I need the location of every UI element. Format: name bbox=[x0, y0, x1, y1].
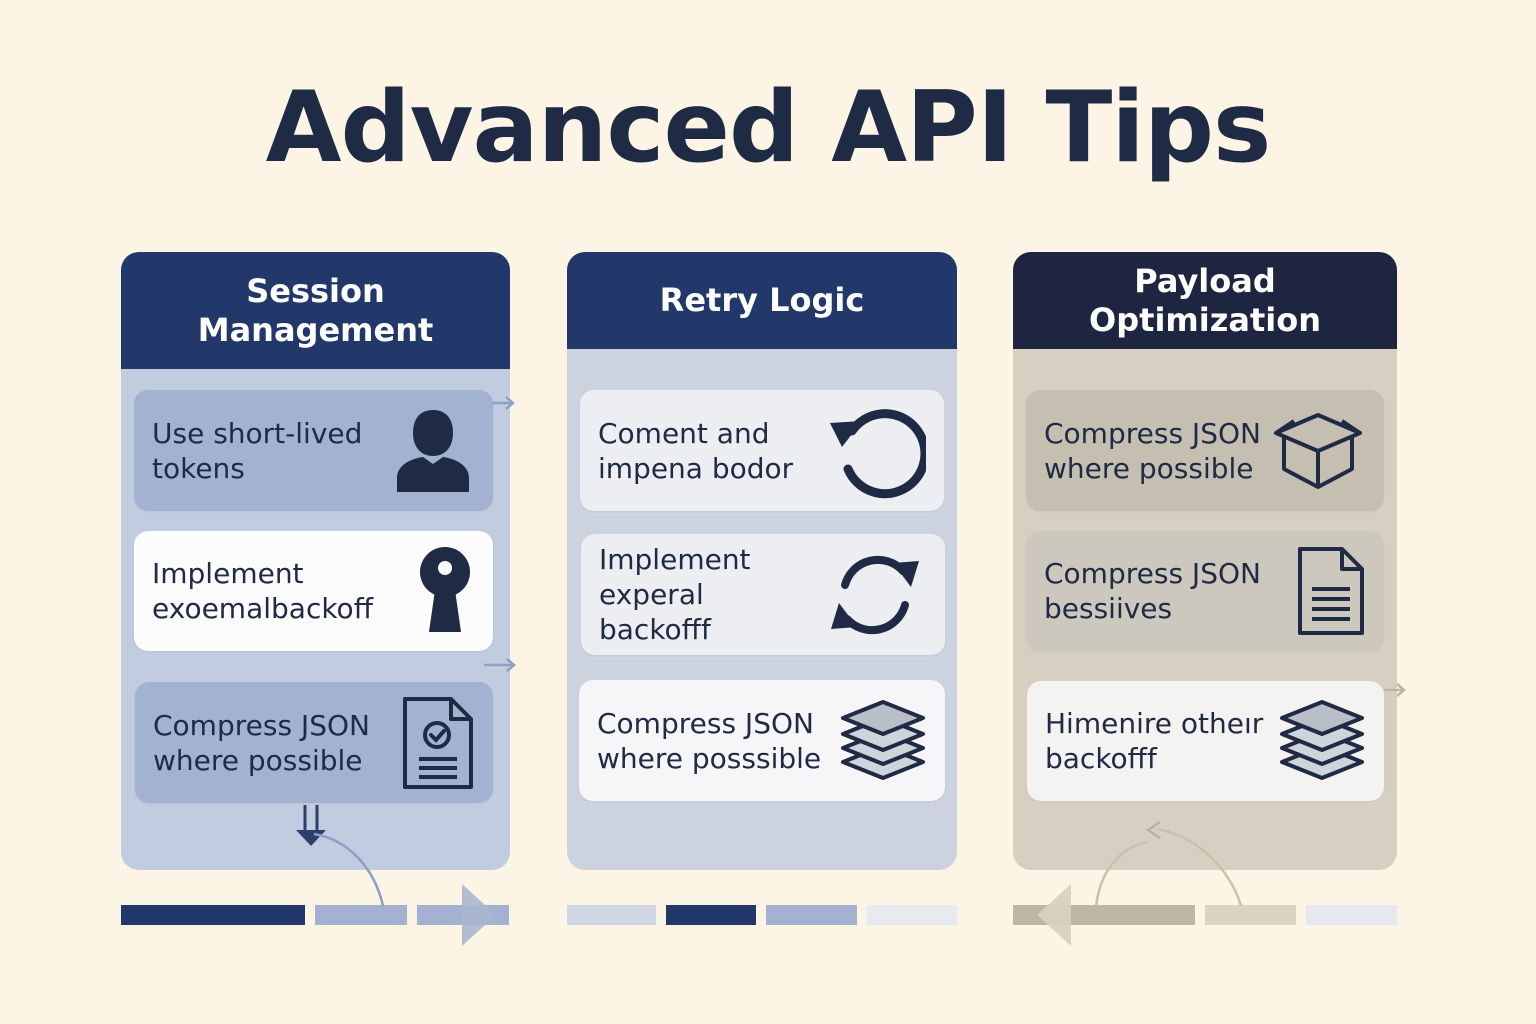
progress-segment bbox=[666, 905, 756, 925]
tip-card-text: Compress JSON where possible bbox=[1044, 416, 1261, 485]
tip-card[interactable]: Implement exoemalbackoff bbox=[134, 531, 493, 651]
tip-card-text: Implement exoemalbackoff bbox=[152, 557, 373, 625]
tip-card-text: Compress JSON where possible bbox=[153, 708, 370, 777]
tip-card-text: Compress JSON bessiives bbox=[1044, 557, 1261, 625]
progress-segment bbox=[867, 905, 957, 925]
progress-segment bbox=[1205, 905, 1296, 925]
tip-card[interactable]: Himenire otheır backofff bbox=[1027, 681, 1384, 801]
progress-segment bbox=[766, 905, 857, 925]
tip-card[interactable]: Use short-lived tokens bbox=[134, 390, 493, 511]
tip-card[interactable]: Compress JSON where possible bbox=[135, 682, 493, 803]
tip-card-text: Compress JSON where posssible bbox=[597, 706, 822, 775]
tip-card-text: Himenire otheır backofff bbox=[1045, 707, 1264, 775]
tip-card-text: Implement experal backofff bbox=[599, 543, 751, 646]
tip-card-text: Use short-lived tokens bbox=[152, 416, 363, 485]
tip-card[interactable]: Compress JSON bessiives bbox=[1026, 531, 1384, 651]
progress-segment bbox=[121, 905, 305, 925]
document-icon bbox=[1298, 547, 1364, 635]
page-title: Advanced API Tips bbox=[265, 71, 1272, 185]
tip-card[interactable]: Compress JSON where possible bbox=[1026, 390, 1384, 511]
box-icon bbox=[1274, 412, 1362, 489]
column-retry-logic: Retry Logic Coment and impena bodor Impl… bbox=[567, 252, 957, 870]
column-heading: Session Management bbox=[121, 252, 510, 369]
column-session-management: Session Management Use short-lived token… bbox=[121, 252, 510, 870]
progress-segment bbox=[1306, 905, 1397, 925]
tip-card-text: Coment and impena bodor bbox=[598, 416, 794, 485]
retry-icon bbox=[830, 408, 926, 498]
progress-segment bbox=[417, 905, 509, 925]
refresh-icon bbox=[831, 555, 919, 634]
layers-icon bbox=[1280, 700, 1364, 780]
tip-card[interactable]: Coment and impena bodor bbox=[580, 390, 944, 511]
progress-segment bbox=[1013, 905, 1195, 925]
progress-segment bbox=[315, 905, 407, 925]
progress-segment bbox=[567, 905, 656, 925]
user-icon bbox=[397, 409, 469, 492]
column-heading: Payload Optimization bbox=[1013, 252, 1397, 349]
tip-card[interactable]: Implement experal backofff bbox=[581, 534, 945, 655]
tip-card[interactable]: Compress JSON where posssible bbox=[579, 680, 945, 801]
document-check-icon bbox=[403, 696, 473, 789]
layers-icon bbox=[841, 699, 925, 780]
column-payload-optimization: Payload Optimization Compress JSON where… bbox=[1013, 252, 1397, 870]
keyhole-icon bbox=[420, 547, 470, 632]
column-heading: Retry Logic bbox=[567, 252, 957, 349]
